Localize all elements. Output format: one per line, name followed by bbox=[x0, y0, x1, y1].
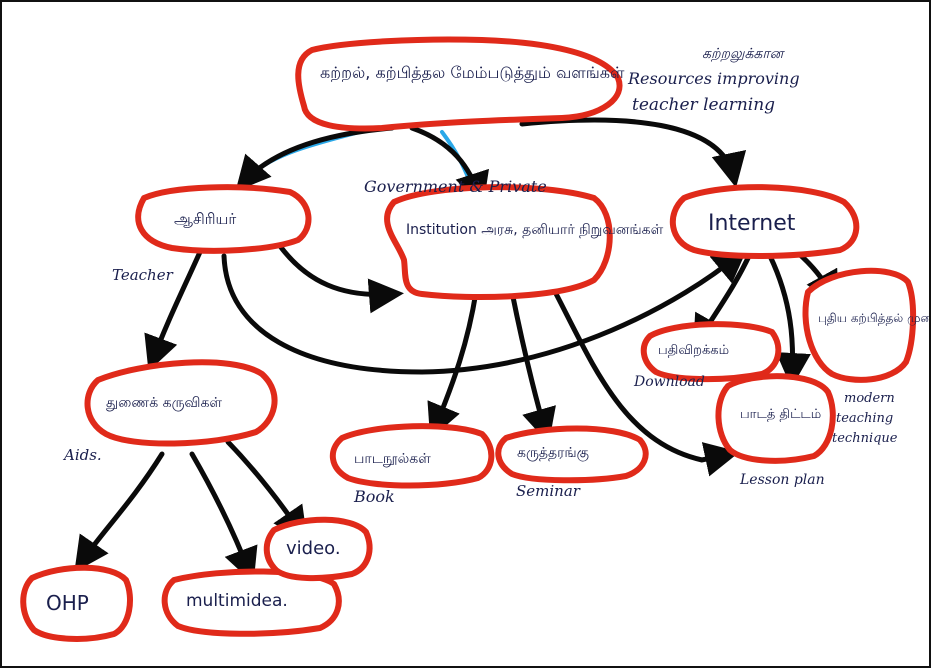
annotation-gov-private: Government & Private bbox=[364, 177, 547, 196]
node-lesson-shape bbox=[715, 373, 836, 464]
node-internet-label: Internet bbox=[708, 211, 796, 236]
edge-aids-video bbox=[225, 439, 308, 543]
node-institution-shape bbox=[384, 184, 613, 301]
edge-aids-ohp bbox=[74, 451, 165, 573]
nodes bbox=[20, 36, 917, 642]
node-aids-shape bbox=[84, 359, 278, 447]
annotation-download: Download bbox=[633, 374, 705, 390]
edge-teacher-aids bbox=[144, 249, 203, 372]
edge-internet-lesson bbox=[767, 253, 811, 388]
node-teacher-shape bbox=[135, 184, 312, 254]
node-top-text: கற்றல், கற்பித்தல மேம்படுத்தும் வளங்கள் bbox=[320, 63, 625, 83]
node-modern-shape bbox=[802, 267, 917, 383]
node-ohp-label: OHP bbox=[46, 591, 89, 615]
node-modern-label: புதிய கற்பித்தல் முறைகள் bbox=[818, 311, 929, 326]
edge-institution-lesson bbox=[549, 283, 740, 477]
node-institution-label: Institution அரசு, தனியார் நிறுவனங்கள் bbox=[406, 222, 664, 238]
node-aids-label: துணைக் கருவிகள் bbox=[106, 395, 222, 411]
node-teacher-label: ஆசிரியர் bbox=[174, 210, 236, 228]
node-lesson-label: பாடத் திட்டம் bbox=[740, 407, 821, 422]
edge-top-teacher bbox=[235, 125, 395, 192]
edge-teacher-institution bbox=[277, 243, 404, 314]
annotation-resources-1: கற்றலுக்கான bbox=[702, 46, 786, 63]
edge-top-accent bbox=[250, 128, 369, 176]
node-video-label: video. bbox=[286, 538, 341, 559]
node-book-label: பாடநூல்கள் bbox=[354, 451, 431, 467]
node-video-shape bbox=[263, 516, 373, 582]
annotation-resources-3: teacher learning bbox=[632, 95, 775, 115]
node-book-shape bbox=[330, 423, 495, 489]
node-top-label: கற்றல், கற்பித்தல மேம்படுத்தும் வளங்கள் bbox=[320, 63, 625, 83]
annotation-teacher: Teacher bbox=[112, 266, 174, 284]
node-multimedia-label: multimidea. bbox=[186, 591, 288, 611]
annotation-seminar: Seminar bbox=[516, 482, 581, 500]
annotation-resources-2: Resources improving bbox=[627, 69, 800, 88]
edge-institution-book bbox=[427, 289, 479, 440]
edge-aids-multimedia bbox=[189, 451, 258, 584]
annotation-modern-1: modern bbox=[844, 391, 895, 406]
node-seminar-shape bbox=[495, 425, 649, 484]
node-ohp-shape bbox=[20, 564, 133, 642]
annotations: கற்றலுக்கான Resources improving teacher … bbox=[62, 46, 898, 506]
annotation-aids: Aids. bbox=[62, 446, 102, 464]
edge-teacher-internet bbox=[221, 247, 748, 375]
annotation-modern-3: technique bbox=[832, 431, 898, 446]
annotation-book: Book bbox=[353, 487, 395, 506]
edge-top-internet bbox=[519, 117, 747, 188]
annotation-lesson-plan: Lesson plan bbox=[739, 472, 825, 488]
edge-institution-seminar bbox=[509, 289, 556, 444]
node-seminar-label: கருத்தரங்கு bbox=[517, 445, 589, 462]
node-download-label: பதிவிறக்கம் bbox=[658, 343, 729, 358]
node-internet-shape bbox=[669, 184, 860, 259]
node-labels: கற்றல், கற்பித்தல மேம்படுத்தும் வளங்கள் … bbox=[46, 63, 929, 615]
annotation-modern-2: teaching bbox=[836, 411, 893, 426]
node-top-shape bbox=[295, 36, 623, 132]
